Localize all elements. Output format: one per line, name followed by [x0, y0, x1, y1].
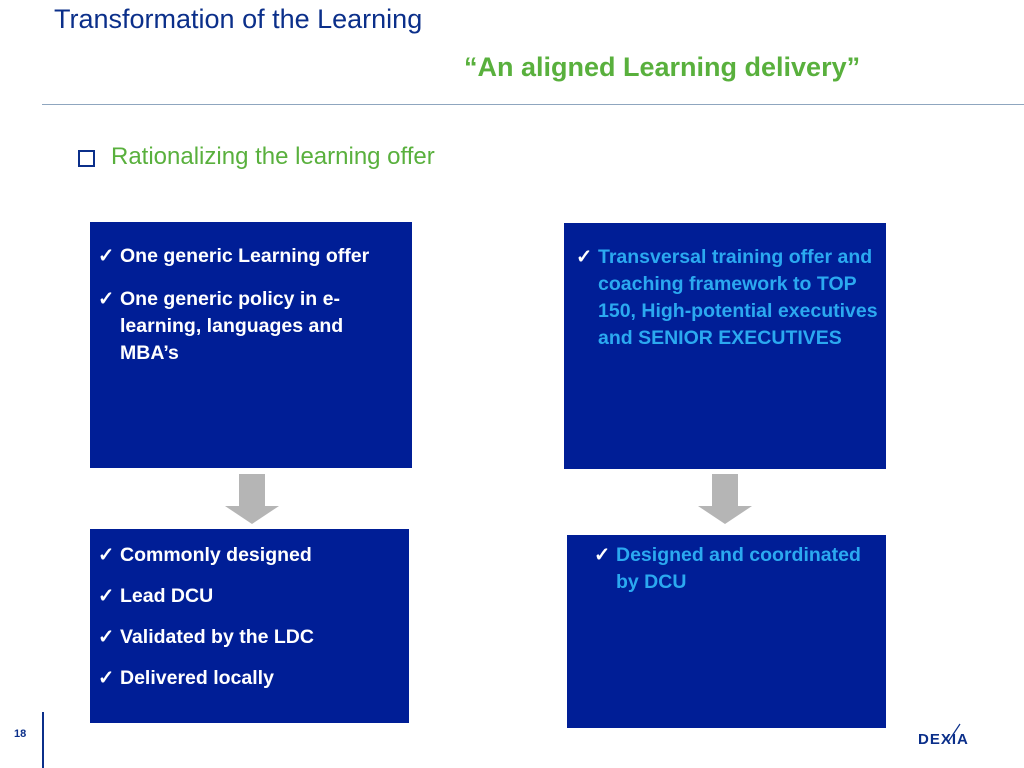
slide-title: Transformation of the Learning — [54, 4, 423, 34]
checkmark-icon: ✓ — [98, 288, 115, 310]
list-item-text: Designed and coordinated by DCU — [616, 544, 861, 593]
list-item-text: Validated by the LDC — [120, 626, 314, 648]
list-item: ✓ Validated by the LDC — [98, 624, 401, 650]
list-item: ✓ One generic policy in e-learning, lang… — [98, 286, 404, 367]
header-divider — [42, 104, 1024, 105]
list-item-text: One generic Learning offer — [120, 245, 370, 267]
list-item: ✓ Transversal training offer and coachin… — [576, 244, 878, 352]
checkmark-icon: ✓ — [98, 544, 115, 566]
box-transversal-offer: ✓ Transversal training offer and coachin… — [564, 223, 886, 469]
down-arrow-icon — [698, 474, 752, 524]
checkmark-icon: ✓ — [594, 544, 611, 566]
slide-subtitle: “An aligned Learning delivery” — [464, 52, 861, 82]
box-local-delivery: ✓ Commonly designed ✓ Lead DCU ✓ Validat… — [90, 529, 409, 723]
checkmark-icon: ✓ — [576, 246, 593, 268]
page-number: 18 — [14, 728, 27, 740]
checkmark-icon: ✓ — [98, 245, 115, 267]
dexia-logo: DEXIA — [918, 728, 969, 750]
checkbox-bullet-icon — [78, 149, 95, 167]
checkmark-icon: ✓ — [98, 626, 115, 648]
list-item-text: One generic policy in e-learning, langua… — [120, 288, 344, 364]
list-item-text: Commonly designed — [120, 544, 312, 566]
logo-text: DEXIA — [918, 730, 969, 748]
logo-swoosh-icon — [947, 723, 961, 743]
checkmark-icon: ✓ — [98, 585, 115, 607]
box-dcu-coordination: ✓ Designed and coordinated by DCU — [567, 535, 886, 728]
list-item: ✓ Delivered locally — [98, 665, 401, 691]
list-item: ✓ Lead DCU — [98, 583, 401, 609]
checkmark-icon: ✓ — [98, 667, 115, 689]
list-item: ✓ Commonly designed — [98, 542, 401, 568]
list-item-text: Delivered locally — [120, 667, 274, 689]
footer-divider — [42, 712, 44, 768]
box-generic-offer: ✓ One generic Learning offer ✓ One gener… — [90, 222, 412, 468]
section-heading: Rationalizing the learning offer — [111, 143, 435, 170]
down-arrow-icon — [225, 474, 279, 524]
list-item-text: Lead DCU — [120, 585, 214, 607]
section-heading-row: Rationalizing the learning offer — [78, 143, 435, 171]
list-item: ✓ One generic Learning offer — [98, 243, 404, 270]
list-item-text: Transversal training offer and coaching … — [598, 246, 878, 349]
list-item: ✓ Designed and coordinated by DCU — [594, 542, 878, 596]
